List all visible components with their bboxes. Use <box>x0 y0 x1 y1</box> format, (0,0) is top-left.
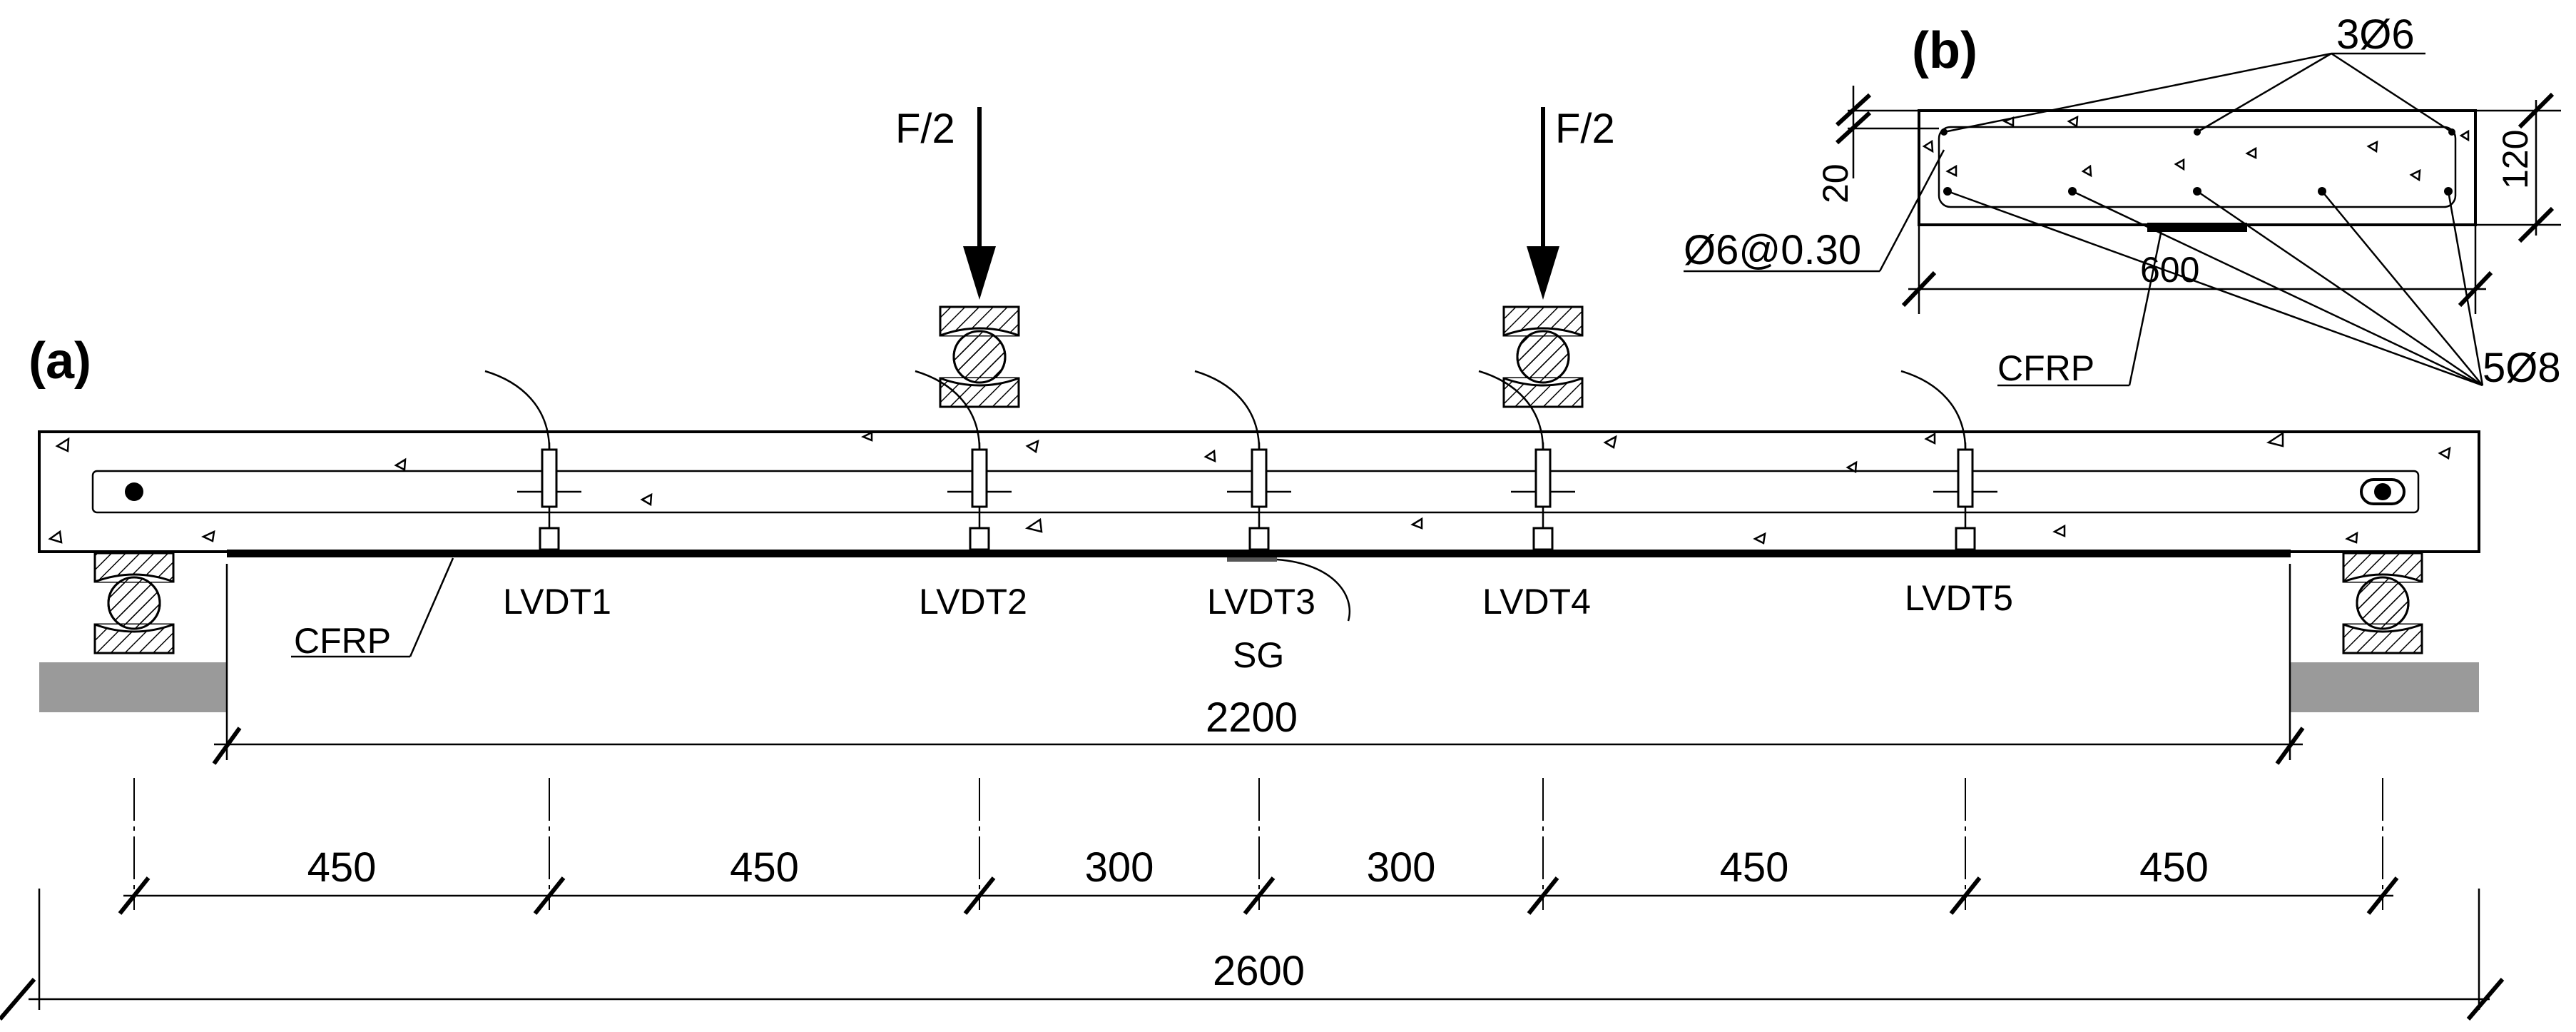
aggregate-marks <box>48 430 2451 545</box>
strain-gauge <box>1227 557 1277 562</box>
span-value: 2200 <box>1206 694 1298 741</box>
bottom-bars-label: 5Ø8 <box>2483 345 2561 391</box>
support-roller-right <box>2342 552 2423 654</box>
segment-value-3: 300 <box>1085 844 1154 891</box>
segment-dimensions: 450 450 300 300 450 450 <box>118 778 2399 915</box>
stirrup-label: Ø6@0.30 <box>1684 227 1861 273</box>
section-aggregate <box>1922 115 2470 182</box>
support-roller-left <box>93 552 175 654</box>
loading-rollers <box>939 305 1584 408</box>
segment-value-1: 450 <box>307 844 377 891</box>
cover-dimension: 20 <box>1816 86 1939 203</box>
width-dimension: 600 <box>1901 225 2493 314</box>
support-rollers <box>93 552 2423 654</box>
total-dimension: 2600 <box>0 889 2505 1021</box>
stirrup-leader <box>1684 149 1945 273</box>
load-right: F/2 <box>1527 106 1615 300</box>
lvdt5-label: LVDT5 <box>1905 578 2013 618</box>
sg-lead-wire <box>1276 558 1351 622</box>
left-end-pin <box>125 482 143 501</box>
lvdt1-label: LVDT1 <box>503 582 611 622</box>
lvdt-2 <box>915 370 1012 551</box>
loading-roller-right <box>1502 305 1584 408</box>
load-left-label: F/2 <box>895 106 955 152</box>
height-value: 120 <box>2495 130 2535 189</box>
width-value: 600 <box>2140 250 2199 290</box>
load-right-label: F/2 <box>1555 106 1615 152</box>
segment-value-4: 300 <box>1367 844 1436 891</box>
segment-value-2: 450 <box>730 844 799 891</box>
lvdt-3 <box>1194 370 1291 551</box>
section-cfrp-label: CFRP <box>1997 348 2094 388</box>
segment-value-5: 450 <box>1720 844 1789 891</box>
lvdt-group <box>484 370 1997 551</box>
cfrp-leader <box>409 557 454 657</box>
left-support-base <box>39 662 226 712</box>
lvdt3-label: LVDT3 <box>1207 582 1315 622</box>
loading-roller-left <box>939 305 1020 408</box>
sg-label: SG <box>1233 635 1284 675</box>
load-left: F/2 <box>895 106 996 300</box>
cover-value: 20 <box>1816 163 1855 203</box>
lvdt-1 <box>484 370 581 551</box>
height-dimension: 120 <box>2475 92 2561 243</box>
lvdt-5 <box>1900 370 1997 551</box>
top-bars-label: 3Ø6 <box>2336 11 2415 58</box>
section-cfrp <box>2147 223 2247 232</box>
right-support-base <box>2290 662 2479 712</box>
lvdt4-label: LVDT4 <box>1482 582 1591 622</box>
segment-value-6: 450 <box>2139 844 2209 891</box>
right-end-pin <box>2374 483 2391 500</box>
span-dimension: 2200 <box>212 564 2305 765</box>
lvdt2-label: LVDT2 <box>919 582 1027 622</box>
panel-a-label: (a) <box>29 333 91 390</box>
total-value: 2600 <box>1213 948 1305 994</box>
right-slot <box>2360 478 2406 505</box>
section-cfrp-leader <box>1997 229 2163 387</box>
stirrup <box>1938 126 2457 208</box>
lvdt-4 <box>1478 370 1575 551</box>
panel-b-label: (b) <box>1912 22 1977 79</box>
cfrp-beam-label: CFRP <box>294 621 391 661</box>
top-bars-leaders <box>1943 52 2453 133</box>
cfrp-strip <box>227 550 2291 557</box>
